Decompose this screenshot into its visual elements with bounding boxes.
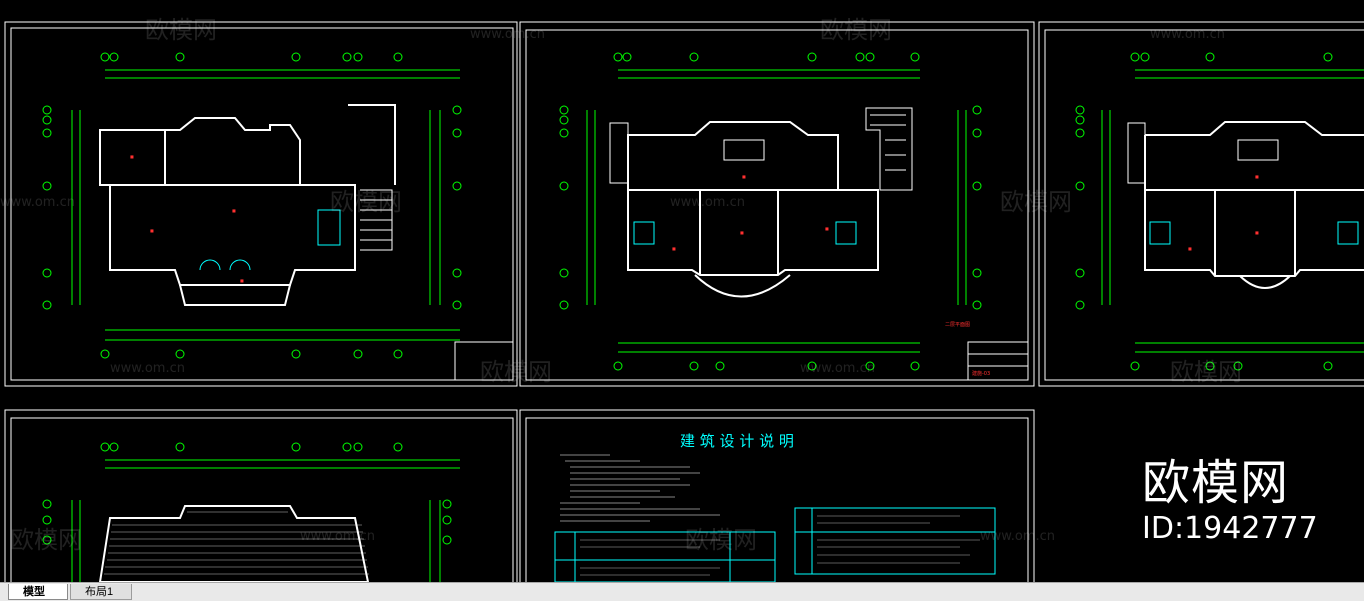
- svg-text:■: ■: [1255, 230, 1259, 235]
- svg-text:www.om.cn: www.om.cn: [800, 361, 875, 376]
- svg-text:欧模网: 欧模网: [10, 526, 82, 554]
- svg-text:欧模网: 欧模网: [145, 16, 217, 44]
- svg-text:■: ■: [1255, 174, 1259, 179]
- svg-text:■: ■: [232, 208, 236, 213]
- svg-text:欧模网: 欧模网: [1170, 358, 1242, 386]
- tab-layout-1[interactable]: 布局1: [70, 584, 132, 600]
- sheet-b-drawing-name: 二层平面图: [945, 322, 970, 328]
- watermark-badge: 欧模网 ID:1942777: [1142, 455, 1332, 547]
- sheet-inner-3: [1044, 29, 1364, 381]
- plan-3: ■ ■ ■: [1075, 52, 1364, 371]
- svg-text:■: ■: [240, 278, 244, 283]
- svg-text:欧模网: 欧模网: [820, 16, 892, 44]
- sheet-inner-2: [525, 29, 1029, 381]
- watermark-overlay: 欧模网 欧模网 欧模网 欧模网 欧模网 欧模网 欧模网 欧模网 www.om.c…: [0, 16, 1242, 554]
- sheet-inner-5: [525, 417, 1029, 582]
- svg-text:■: ■: [825, 226, 829, 231]
- design-notes: 建 筑 设 计 说 明: [554, 432, 996, 582]
- cad-drawing: ■ ■ ■ ■: [0, 16, 1364, 582]
- design-notes-title: 建 筑 设 计 说 明: [680, 432, 794, 450]
- roof-plan: [42, 442, 460, 582]
- svg-text:www.om.cn: www.om.cn: [980, 529, 1055, 544]
- svg-text:www.om.cn: www.om.cn: [670, 195, 745, 210]
- sheet-frame-1: [4, 21, 518, 387]
- svg-text:欧模网: 欧模网: [1000, 188, 1072, 216]
- sheet-inner-1: [10, 27, 514, 381]
- svg-text:■: ■: [1188, 246, 1192, 251]
- sheet-frame-3: [1038, 21, 1364, 387]
- layout-tab-bar: 模型 布局1: [0, 582, 1364, 601]
- sheet-b-drawing-number: 建施-03: [972, 370, 990, 377]
- svg-text:■: ■: [150, 228, 154, 233]
- watermark-id: ID:1942777: [1142, 511, 1318, 546]
- sheet-frame-2: [519, 21, 1035, 387]
- svg-text:■: ■: [130, 154, 134, 159]
- svg-text:欧模网: 欧模网: [330, 188, 402, 216]
- sheet-b-title-block: 二层平面图 建施-03: [945, 322, 1029, 381]
- sheet-frame-4: [4, 409, 518, 582]
- svg-text:■: ■: [740, 230, 744, 235]
- sheet-inner-4: [10, 417, 514, 582]
- sheet-frame-5: [519, 409, 1035, 582]
- svg-text:www.om.cn: www.om.cn: [110, 361, 185, 376]
- svg-text:www.om.cn: www.om.cn: [470, 27, 545, 42]
- svg-text:■: ■: [672, 246, 676, 251]
- plan-2: ■ ■ ■ ■ 二层平面图 建施-03: [559, 52, 1029, 381]
- svg-text:欧模网: 欧模网: [685, 526, 757, 554]
- svg-text:■: ■: [742, 174, 746, 179]
- svg-text:欧模网: 欧模网: [480, 358, 552, 386]
- svg-text:www.om.cn: www.om.cn: [300, 529, 375, 544]
- svg-text:www.om.cn: www.om.cn: [0, 195, 75, 210]
- drawing-canvas[interactable]: ■ ■ ■ ■: [0, 0, 1364, 582]
- watermark-logo: 欧模网: [1142, 455, 1290, 511]
- tab-model[interactable]: 模型: [8, 584, 68, 600]
- svg-text:www.om.cn: www.om.cn: [1150, 27, 1225, 42]
- plan-1: ■ ■ ■ ■: [42, 52, 514, 381]
